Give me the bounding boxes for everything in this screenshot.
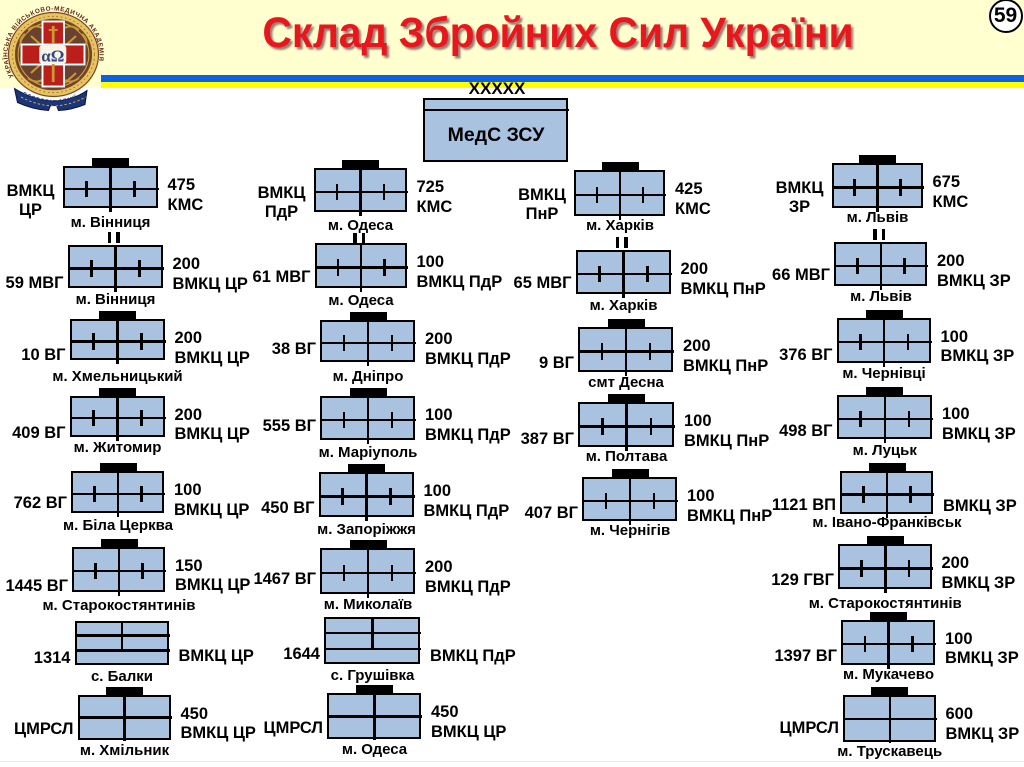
svg-text:αΩ: αΩ <box>41 47 64 66</box>
